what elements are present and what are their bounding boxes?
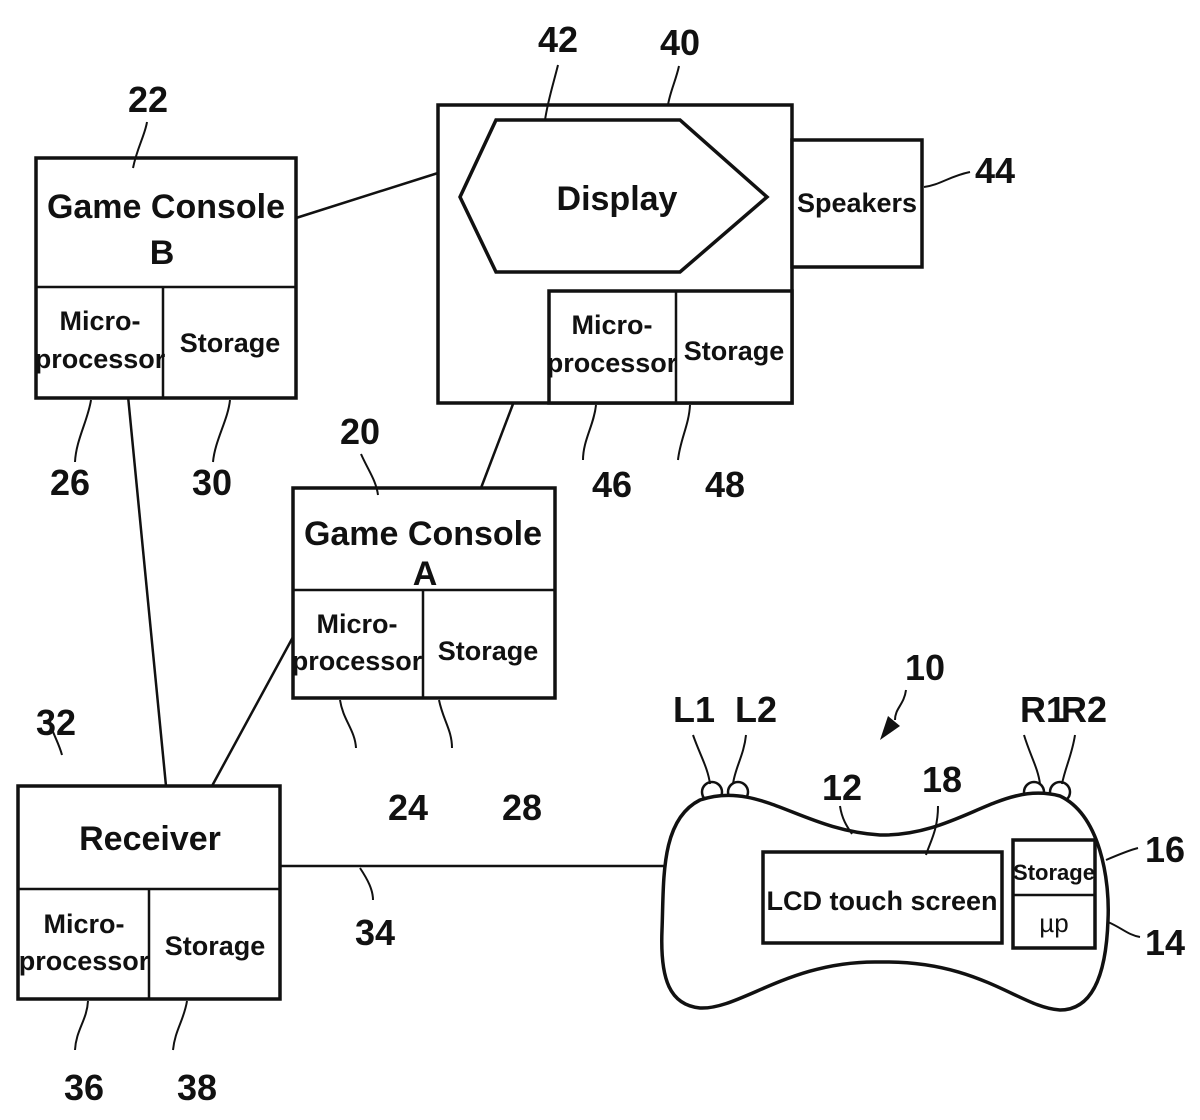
- leader-10: [895, 690, 906, 720]
- receiver-micro-line2: processor: [19, 946, 150, 976]
- label-r1: R1: [1020, 689, 1066, 730]
- receiver: Receiver Micro- processor Storage: [18, 786, 280, 999]
- game-console-a: Game Console A Micro- processor Storage: [292, 488, 555, 698]
- console-b-micro-line1: Micro-: [60, 306, 141, 336]
- console-b-micro-line2: processor: [35, 344, 166, 374]
- leader-46: [583, 405, 596, 460]
- ref-16: 16: [1145, 829, 1185, 870]
- console-a-micro-line2: processor: [292, 646, 423, 676]
- leader-28: [439, 700, 452, 748]
- leader-r2: [1062, 735, 1075, 784]
- lcd-label: LCD touch screen: [766, 886, 997, 916]
- console-a-letter: A: [413, 555, 438, 593]
- display-micro-line1: Micro-: [572, 310, 653, 340]
- ref-18: 18: [922, 759, 962, 800]
- leader-40: [668, 66, 679, 105]
- label-l1: L1: [673, 689, 715, 730]
- console-b-storage: Storage: [180, 328, 281, 358]
- leader-r1: [1024, 735, 1040, 784]
- ref-42: 42: [538, 19, 578, 60]
- receiver-title: Receiver: [79, 820, 221, 858]
- console-a-title: Game Console: [304, 515, 542, 553]
- leader-44: [924, 172, 970, 187]
- handheld-device: LCD touch screen Storage µp: [662, 782, 1108, 1010]
- device-processor-label: µp: [1039, 908, 1068, 938]
- leader-14: [1108, 922, 1140, 937]
- leader-30: [213, 400, 230, 462]
- leader-38: [173, 1001, 187, 1050]
- link-console-a-receiver: [212, 637, 293, 786]
- ref-14: 14: [1145, 922, 1185, 963]
- ref-40: 40: [660, 22, 700, 63]
- link-console-b-display: [296, 173, 438, 218]
- label-r2: R2: [1061, 689, 1107, 730]
- ref-34: 34: [355, 912, 395, 953]
- ref-24: 24: [388, 787, 428, 828]
- speakers-label: Speakers: [797, 188, 917, 218]
- console-a-micro-line1: Micro-: [317, 609, 398, 639]
- display-unit: Display Speakers Micro- processor Storag…: [438, 105, 922, 403]
- ref-26: 26: [50, 462, 90, 503]
- leader-26: [75, 400, 91, 462]
- console-b-title: Game Console: [47, 188, 285, 226]
- receiver-storage: Storage: [165, 931, 266, 961]
- link-display-console-a: [481, 404, 513, 488]
- ref-10: 10: [905, 647, 945, 688]
- ref-36: 36: [64, 1067, 104, 1108]
- label-l2: L2: [735, 689, 777, 730]
- link-console-b-receiver: [128, 396, 166, 786]
- display-micro-line2: processor: [547, 348, 678, 378]
- ref-38: 38: [177, 1067, 217, 1108]
- console-b-letter: B: [150, 234, 175, 272]
- leader-36: [75, 1001, 88, 1050]
- device-storage-label: Storage: [1013, 860, 1095, 885]
- leader-l1: [693, 735, 710, 784]
- arrow-10-icon: [880, 716, 900, 740]
- ref-30: 30: [192, 462, 232, 503]
- ref-20: 20: [340, 411, 380, 452]
- ref-12: 12: [822, 767, 862, 808]
- ref-48: 48: [705, 464, 745, 505]
- console-a-storage: Storage: [438, 636, 539, 666]
- leader-48: [678, 405, 690, 460]
- leader-l2: [733, 735, 746, 784]
- receiver-micro-line1: Micro-: [44, 909, 125, 939]
- ref-44: 44: [975, 150, 1015, 191]
- leader-24: [340, 700, 356, 748]
- game-console-b: Game Console B Micro- processor Storage: [35, 158, 296, 398]
- leader-16: [1106, 848, 1138, 860]
- ref-28: 28: [502, 787, 542, 828]
- display-label: Display: [557, 180, 678, 218]
- ref-22: 22: [128, 79, 168, 120]
- leader-34: [360, 868, 373, 900]
- display-storage: Storage: [684, 336, 785, 366]
- ref-46: 46: [592, 464, 632, 505]
